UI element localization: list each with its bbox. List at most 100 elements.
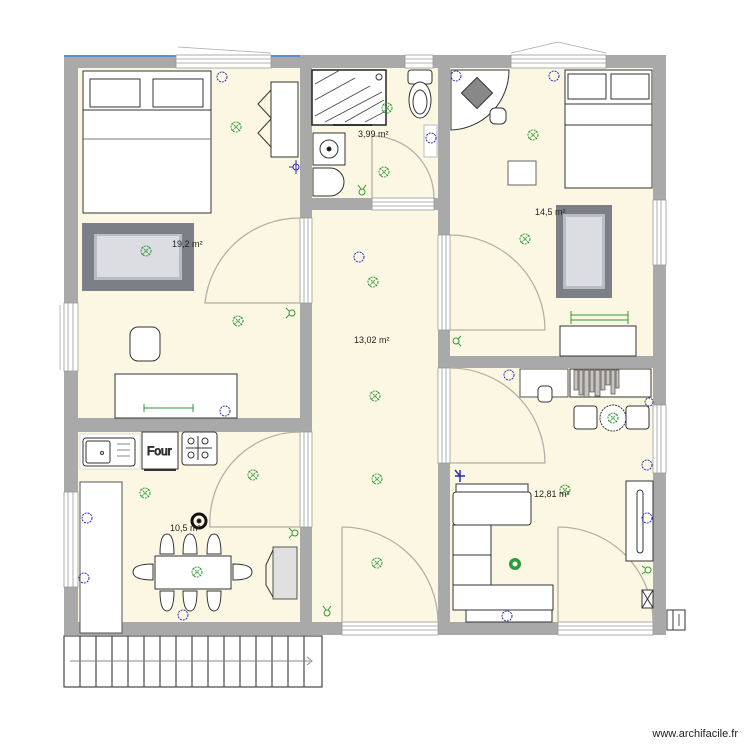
door-swing-kitchen[interactable] [209, 431, 301, 528]
double-bed-2[interactable] [564, 69, 653, 189]
stove[interactable] [181, 431, 218, 466]
outlet-icon[interactable] [78, 572, 90, 584]
armchair-bedroom1[interactable] [129, 326, 161, 362]
window-left-kitchen[interactable] [63, 491, 79, 588]
outlet-icon[interactable] [501, 610, 513, 622]
door-opening-kitchen[interactable] [299, 431, 313, 528]
light-icon[interactable] [232, 315, 244, 327]
room-area-bedroom-2: 14,5 m² [535, 207, 566, 217]
outlet-icon[interactable] [503, 369, 515, 381]
staircase[interactable] [63, 635, 323, 688]
light-icon[interactable] [230, 121, 242, 133]
dresser-bedroom1[interactable] [114, 373, 238, 419]
outlet-icon[interactable] [548, 70, 560, 82]
radiator[interactable] [641, 589, 654, 609]
door-swing-bedroom1[interactable] [204, 217, 301, 304]
door-opening-bath-bottom[interactable] [371, 197, 435, 211]
outlet-icon[interactable] [353, 251, 365, 263]
switch-icon[interactable] [285, 307, 296, 319]
sideboard-kitchen[interactable] [265, 546, 298, 600]
ceiling-outlet-kitchen[interactable] [190, 512, 208, 530]
rug-bedroom1[interactable] [82, 223, 194, 291]
switch-icon[interactable] [452, 335, 462, 347]
outlets [78, 70, 654, 622]
double-bed-1[interactable] [82, 70, 212, 214]
light-icon[interactable] [527, 129, 539, 141]
kitchen-counter[interactable] [79, 481, 123, 634]
electrical-panel[interactable] [666, 609, 686, 631]
outlet-icon[interactable] [644, 397, 654, 407]
outlet-icon[interactable] [219, 405, 231, 417]
door-opening-living-bottom[interactable] [557, 621, 654, 636]
window-left-bedroom1[interactable] [59, 302, 79, 372]
bookshelf[interactable] [569, 368, 652, 398]
door-opening-entrance[interactable] [341, 621, 439, 636]
switch-icon[interactable] [289, 160, 300, 174]
light-icon[interactable] [559, 484, 571, 496]
desk-living[interactable] [519, 368, 569, 403]
door-opening-bedroom2[interactable] [437, 234, 451, 331]
ceiling-lights [139, 102, 619, 578]
light-icon[interactable] [139, 487, 151, 499]
bedroom-1-furniture [82, 70, 299, 419]
window-top-bedroom2[interactable] [510, 41, 607, 69]
washing-machine[interactable] [312, 132, 346, 166]
door-swing-living[interactable] [449, 367, 546, 464]
dresser-bedroom2[interactable] [559, 311, 637, 357]
dining-table[interactable] [132, 533, 253, 612]
switch-icon[interactable] [454, 469, 465, 482]
switch-icon[interactable] [288, 527, 299, 539]
kitchen-sink[interactable] [79, 433, 141, 470]
oven[interactable]: Four [141, 431, 179, 471]
bedroom-2-furniture [450, 69, 653, 357]
light-icon[interactable] [140, 245, 152, 257]
room-area-living-room: 12,81 m² [534, 489, 570, 499]
room-area-hallway: 13,02 m² [354, 335, 390, 345]
tv-stand[interactable] [625, 480, 654, 562]
door-opening-living[interactable] [437, 367, 451, 464]
light-icon[interactable] [378, 166, 390, 178]
ceiling-light-living-filled[interactable] [509, 558, 521, 570]
switch-icon[interactable] [641, 565, 652, 575]
door-swing-entrance[interactable] [341, 526, 439, 623]
outlet-icon[interactable] [81, 512, 93, 524]
window-top-bedroom1[interactable] [175, 46, 272, 69]
light-icon[interactable] [519, 233, 531, 245]
window-right-bedroom2[interactable] [652, 199, 667, 266]
light-icon[interactable] [367, 276, 379, 288]
outlet-icon[interactable] [641, 459, 653, 471]
coffee-table-set[interactable] [573, 404, 650, 432]
light-icon[interactable] [371, 473, 383, 485]
outlet-icon[interactable] [450, 70, 462, 82]
floor-hallway[interactable] [312, 210, 438, 622]
outlet-icon[interactable] [216, 71, 228, 83]
light-icon[interactable] [381, 102, 393, 114]
sofa-l-shaped[interactable] [452, 483, 554, 623]
light-icon[interactable] [371, 557, 383, 569]
switch-icon[interactable] [357, 184, 367, 196]
cabinet-bathroom[interactable] [423, 124, 438, 158]
door-swings [204, 135, 654, 623]
switch-icon[interactable] [322, 605, 332, 617]
light-icon[interactable] [247, 469, 259, 481]
sink-bathroom[interactable] [312, 167, 345, 197]
door-opening-bedroom1[interactable] [299, 217, 313, 304]
outlet-icon[interactable] [641, 512, 653, 524]
door-swing-bedroom2[interactable] [449, 234, 546, 331]
window-right-living[interactable] [652, 404, 667, 474]
outlet-icon[interactable] [425, 132, 437, 144]
toilet[interactable] [407, 69, 433, 119]
rug-bedroom2[interactable] [556, 205, 612, 298]
desk-chairs-bedroom1[interactable] [257, 81, 299, 158]
windows [59, 41, 667, 636]
light-icon[interactable] [369, 390, 381, 402]
nightstand-bedroom2[interactable] [507, 160, 537, 186]
shower[interactable] [311, 69, 387, 126]
window-top-bath[interactable] [404, 54, 434, 69]
light-icon[interactable] [191, 566, 203, 578]
corner-desk[interactable] [450, 69, 510, 131]
light-icon[interactable] [607, 412, 619, 424]
outlet-icon[interactable] [177, 609, 189, 621]
door-swing-bath[interactable] [371, 135, 435, 199]
